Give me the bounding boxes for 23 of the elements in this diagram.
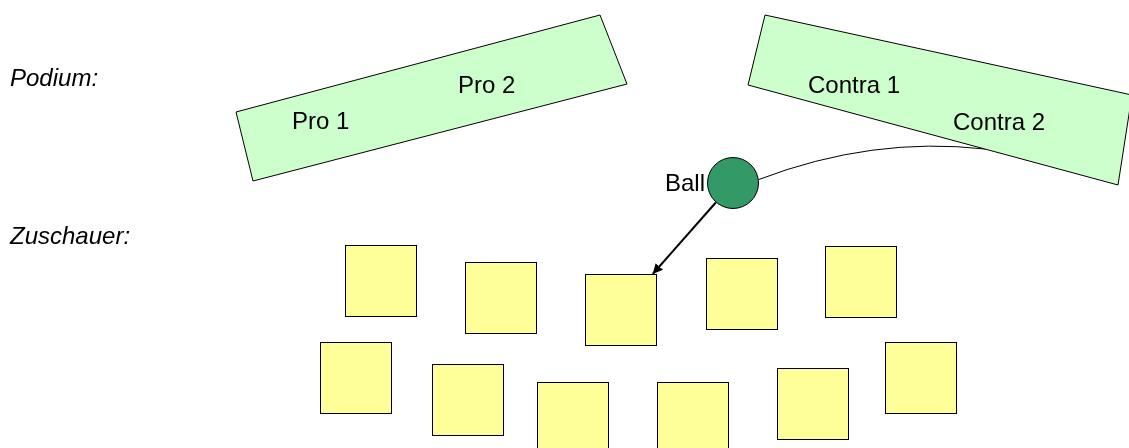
audience-square xyxy=(465,262,537,334)
audience-square xyxy=(432,364,504,436)
audience-square xyxy=(825,246,897,318)
speaker-label: Contra 2 xyxy=(953,108,1046,136)
audience-square xyxy=(777,368,849,440)
audience-square xyxy=(657,382,729,448)
speaker-label: Pro 2 xyxy=(458,71,516,99)
audience-square xyxy=(345,245,417,317)
podium-platform xyxy=(236,15,628,182)
row-heading: Zuschauer: xyxy=(10,222,131,250)
audience-square xyxy=(537,382,609,448)
ball-circle xyxy=(707,157,759,209)
row-heading: Podium: xyxy=(10,64,99,92)
arrow xyxy=(651,201,717,275)
audience-square xyxy=(320,342,392,414)
ball-label: Ball xyxy=(665,169,706,197)
audience-square xyxy=(585,274,657,346)
audience-square xyxy=(885,342,957,414)
podium-platform xyxy=(748,15,1129,186)
speaker-label: Pro 1 xyxy=(292,107,350,135)
connector-line xyxy=(758,145,986,180)
speaker-label: Contra 1 xyxy=(808,71,901,99)
audience-square xyxy=(706,258,778,330)
